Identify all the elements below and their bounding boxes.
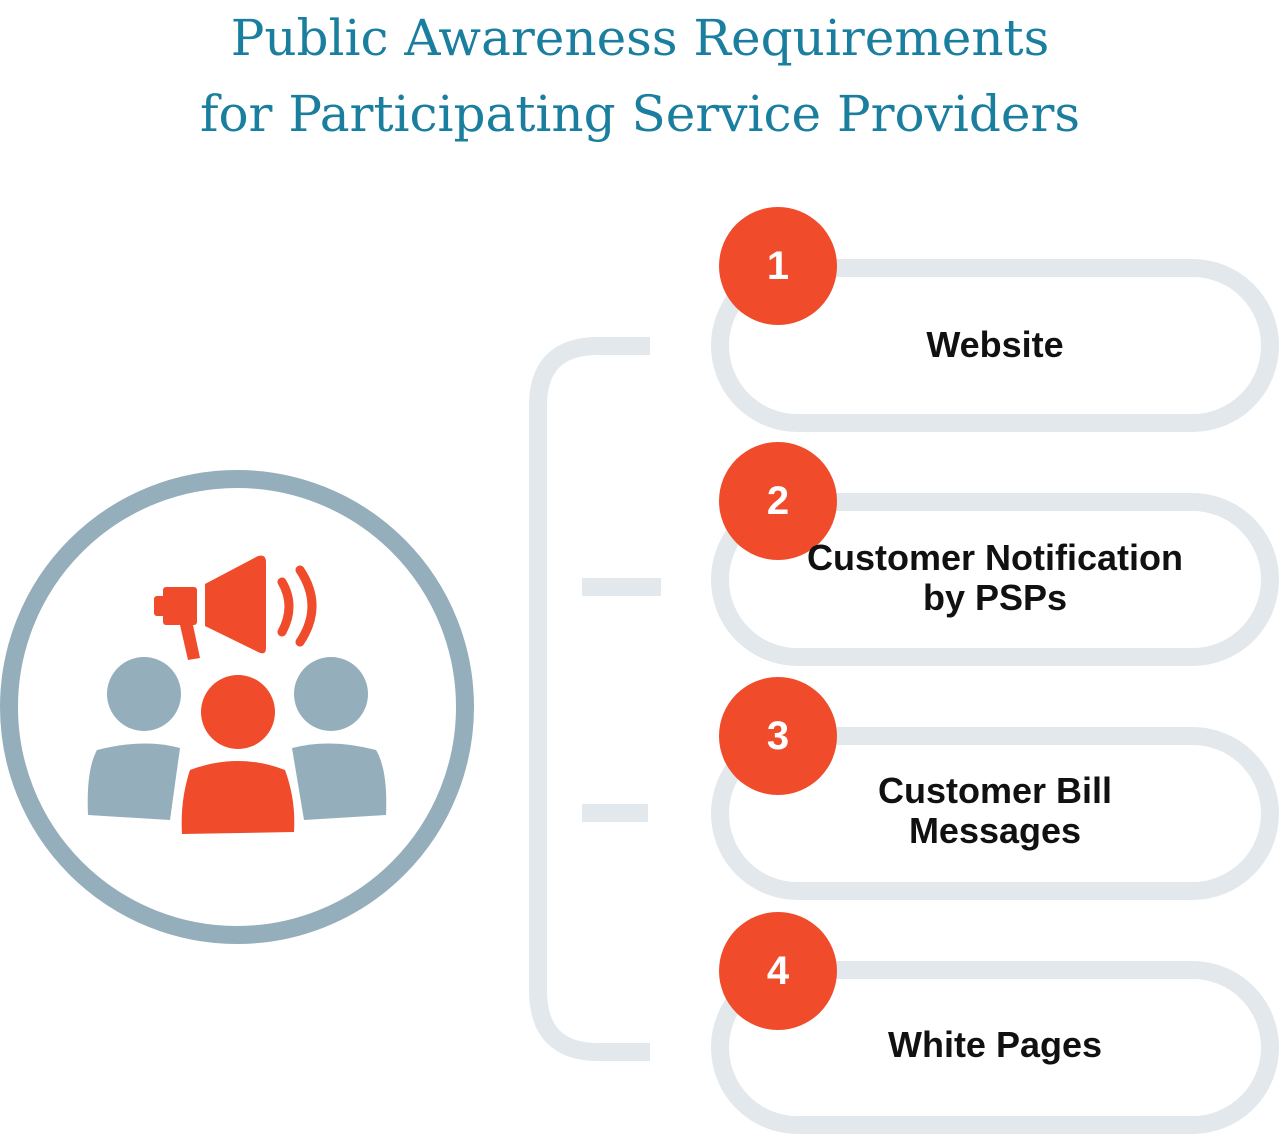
item-label-website: Website: [926, 324, 1064, 365]
item-label-customer-notification: Customer Notification by PSPs: [806, 537, 1183, 618]
megaphone-audience-icon: [0, 470, 474, 944]
badge-number-4: 4: [766, 948, 790, 993]
pill-outline-1: [711, 259, 1279, 432]
badge-1: [719, 207, 837, 325]
number-badges: [719, 207, 837, 1030]
title-line-2: for Participating Service Providers: [199, 85, 1081, 143]
diagram-title: Public Awareness Requirements for Partic…: [0, 0, 1280, 152]
badge-number-3: 3: [766, 713, 790, 758]
item-label-white-pages: White Pages: [887, 1024, 1103, 1065]
pill-outline-2: [711, 493, 1279, 666]
badge-number-2: 2: [766, 478, 790, 523]
badge-3: [719, 677, 837, 795]
item-label-customer-bill-messages: Customer Bill Messages: [877, 770, 1113, 851]
badge-2: [719, 442, 837, 560]
pill-outlines: [711, 259, 1279, 1134]
pill-outline-4: [711, 961, 1279, 1134]
badge-number-1: 1: [766, 243, 790, 288]
title-line-1: Public Awareness Requirements: [230, 9, 1050, 67]
badge-4: [719, 912, 837, 1030]
connector-bracket: [529, 337, 661, 1061]
pill-outline-3: [711, 727, 1279, 900]
